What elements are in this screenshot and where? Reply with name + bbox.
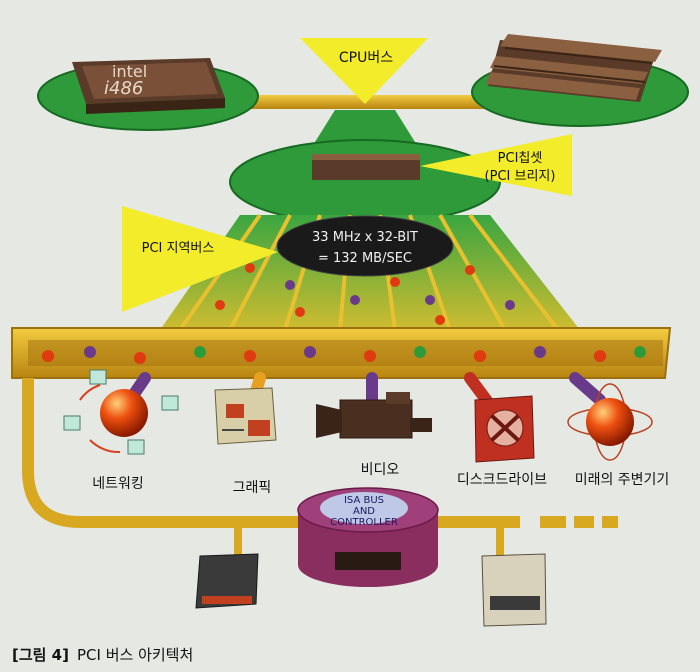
- figure-caption: [그림 4] PCI 버스 아키텍처: [12, 644, 193, 665]
- isa-expansion-dashes: [540, 516, 618, 528]
- isa-drive-device: [481, 553, 547, 627]
- isa-modem-device: [195, 553, 259, 609]
- pci-chipset-callout: PCI칩셋 (PCI 브리지): [420, 134, 572, 196]
- graphics-device: [214, 387, 277, 445]
- bandwidth-line1: 33 MHz x 32-BIT: [312, 230, 418, 245]
- isa-line1: ISA BUS: [344, 495, 384, 506]
- future-peripherals-label: 미래의 주변기기: [575, 472, 670, 488]
- main-pci-bus: [11, 327, 672, 379]
- bandwidth-badge: 33 MHz x 32-BIT = 132 MB/SEC: [276, 215, 454, 277]
- pci-chipset-chip: [312, 154, 420, 180]
- isa-line2: AND: [353, 506, 375, 517]
- cpu-model-label: i486: [104, 78, 143, 99]
- isa-line3: CONTROLLER: [330, 517, 398, 528]
- pci-local-bus-callout: PCI 지역버스: [122, 206, 278, 312]
- pci-chipset-label-1: PCI칩셋: [498, 151, 543, 166]
- networking-device: [63, 369, 179, 455]
- disk-drive-label: 디스크드라이브: [457, 472, 547, 488]
- figure-number: [그림 4]: [12, 646, 69, 664]
- pci-chipset-label-2: (PCI 브리지): [485, 169, 556, 184]
- cpu-bus-callout: CPU버스: [300, 38, 428, 104]
- cpu-bus-label: CPU버스: [339, 50, 393, 66]
- cpu-board: intel i486: [37, 58, 259, 131]
- cpu-brand-label: intel: [112, 62, 147, 81]
- bus-data-beads: [42, 346, 646, 364]
- cpu-chip: intel i486: [72, 58, 225, 114]
- video-device: [316, 392, 432, 439]
- memory-modules: [486, 34, 662, 102]
- figure-title: PCI 버스 아키텍처: [76, 646, 194, 664]
- disk-drive-device: [474, 395, 535, 463]
- networking-label: 네트워킹: [92, 476, 144, 492]
- memory-board: [471, 34, 689, 127]
- future-peripherals-device: [567, 383, 653, 461]
- isa-controller: ISA BUS AND CONTROLLER: [297, 487, 439, 587]
- isa-link-pipe: [22, 378, 330, 528]
- bandwidth-line2: = 132 MB/SEC: [318, 251, 412, 266]
- video-label: 비디오: [361, 462, 400, 478]
- pci-local-bus-label: PCI 지역버스: [142, 241, 215, 256]
- graphics-label: 그래픽: [233, 480, 272, 496]
- chipset-board: [229, 110, 501, 225]
